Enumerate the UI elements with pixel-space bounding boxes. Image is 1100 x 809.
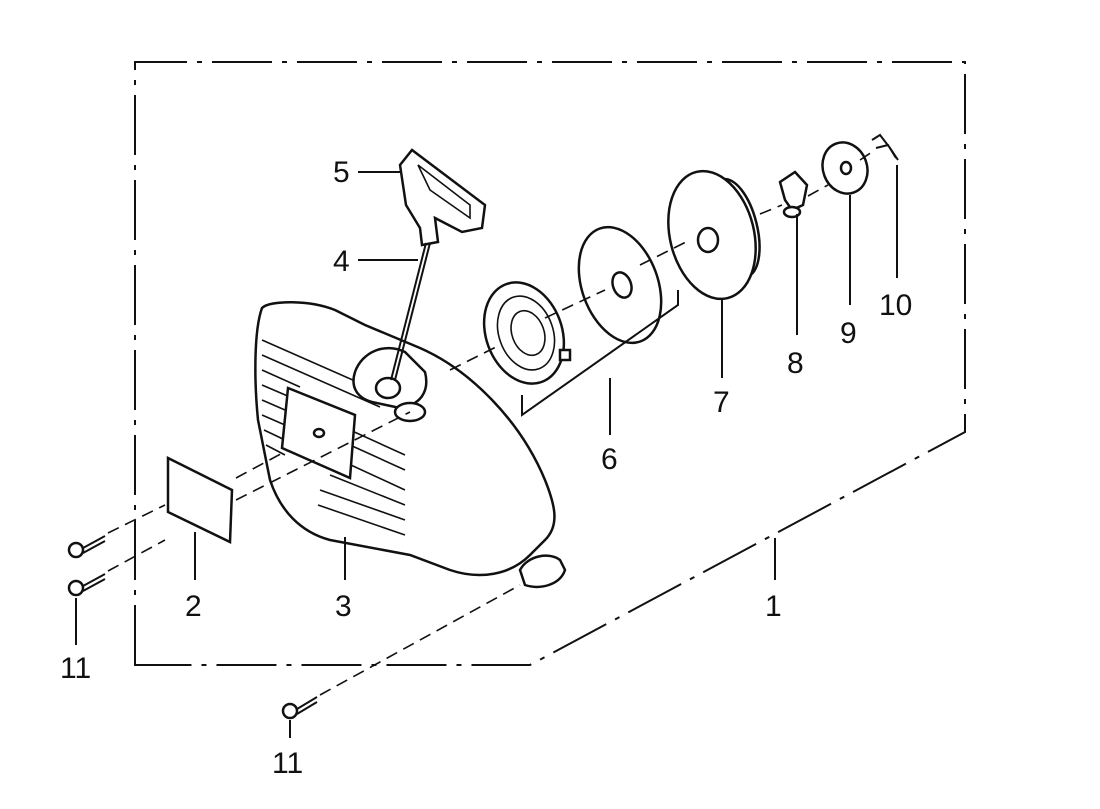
callout-2: 2 (185, 590, 202, 623)
washer (821, 141, 869, 195)
callout-1: 1 (765, 590, 782, 623)
callout-11-left: 11 (60, 652, 91, 685)
label-sticker (166, 455, 234, 544)
rope-handle (398, 148, 487, 247)
assembly-boundary (134, 61, 966, 666)
screw-top (67, 535, 106, 559)
assembly-paths (107, 151, 873, 696)
callout-11-bottom: 11 (272, 747, 303, 780)
callout-10: 10 (879, 289, 912, 322)
starter-rope (394, 242, 431, 381)
callout-6: 6 (601, 443, 618, 476)
rope-pulley (667, 169, 761, 301)
callout-5: 5 (333, 156, 350, 189)
spring-cover-plate (577, 225, 663, 345)
screw-bottom (281, 696, 318, 720)
recoil-spring (482, 281, 572, 385)
callout-4: 4 (333, 245, 350, 278)
screw-middle (67, 573, 106, 597)
starter-housing (254, 300, 567, 589)
callout-7: 7 (713, 386, 730, 419)
callout-9: 9 (840, 317, 857, 350)
callout-3: 3 (335, 590, 352, 623)
callout-8: 8 (787, 347, 804, 380)
leader-lines (75, 165, 898, 738)
spring-clip (871, 133, 899, 161)
pawl (778, 170, 809, 219)
